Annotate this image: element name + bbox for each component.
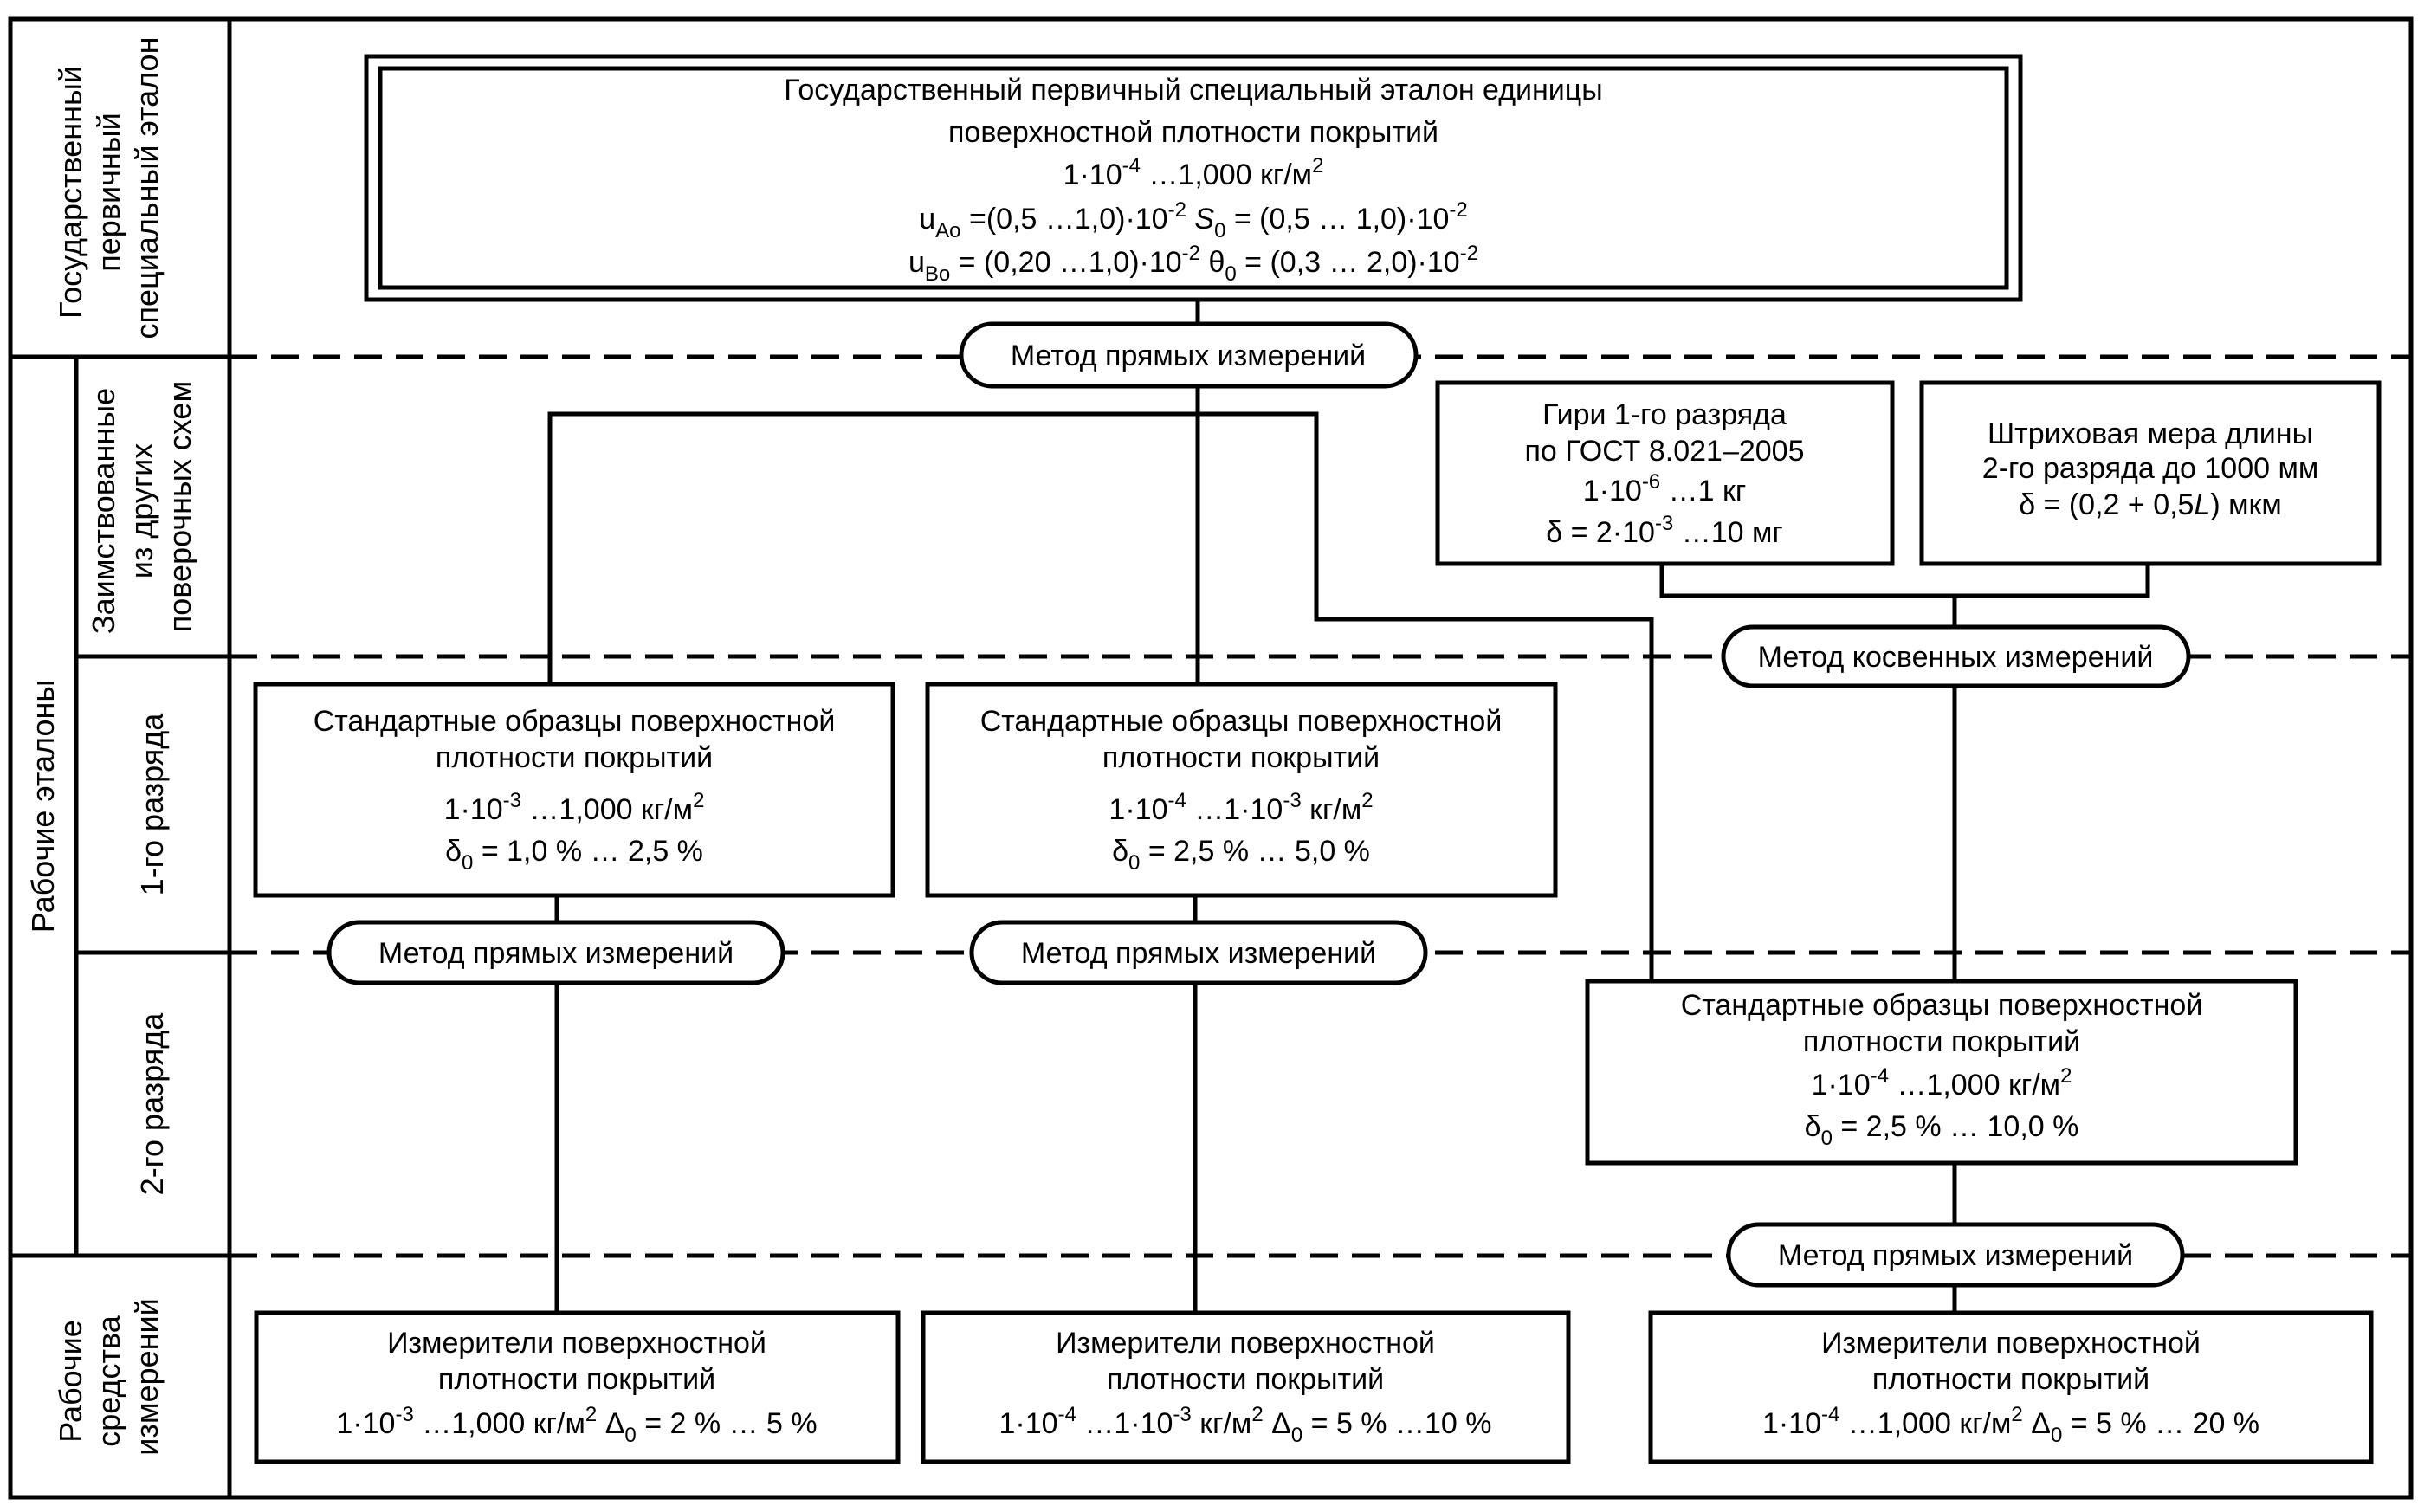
- svg-text:плотности покрытий: плотности покрытий: [1803, 1025, 2080, 1058]
- primary-title-line2: поверхностной плотности покрытий: [948, 116, 1438, 149]
- svg-text:1·10-3 …1,000 кг/м2: 1·10-3 …1,000 кг/м2: [444, 789, 705, 826]
- rank1-box-a: Стандартные образцы поверхностной плотно…: [253, 682, 895, 898]
- svg-text:1·10-4 …1,000 кг/м2 Δ0 = 5 %: 1·10-4 …1,000 кг/м2 Δ0 = 5 % … 20 %: [1762, 1403, 2259, 1447]
- svg-text:δ0 = 2,5 % … 5,0 %: δ0 = 2,5 % … 5,0 %: [1112, 835, 1370, 875]
- svg-text:1·10-3 …1,000 кг/м2 Δ0 = 2 %: 1·10-3 …1,000 кг/м2 Δ0 = 2 % … 5 %: [336, 1403, 817, 1447]
- line-measure-box: Штриховая мера длины 2-го разряда до 100…: [1919, 380, 2382, 566]
- svg-text:δ0 = 2,5 % … 10,0 %: δ0 = 2,5 % … 10,0 %: [1805, 1110, 2079, 1150]
- side-label-rank1: 1-го разряда: [134, 713, 170, 896]
- svg-text:по ГОСТ 8.021–2005: по ГОСТ 8.021–2005: [1525, 435, 1805, 468]
- svg-text:1·10-4 …1,000 кг/м2: 1·10-4 …1,000 кг/м2: [1812, 1064, 2072, 1102]
- svg-text:δ0 = 1,0 % … 2,5 %: δ0 = 1,0 % … 2,5 %: [445, 835, 703, 875]
- side-label-working-standards: Рабочие эталоны: [25, 680, 61, 933]
- primary-uncertainty-b: uBo = (0,20 …1,0)·10-2 θ0 = (0,3 … 2,0)·…: [908, 242, 1478, 286]
- svg-text:Стандартные образцы поверхност: Стандартные образцы поверхностной: [1681, 989, 2203, 1022]
- svg-text:Стандартные образцы поверхност: Стандартные образцы поверхностной: [314, 705, 836, 738]
- svg-text:Стандартные образцы поверхност: Стандартные образцы поверхностной: [980, 705, 1503, 738]
- svg-text:плотности покрытий: плотности покрытий: [1102, 741, 1380, 774]
- method-pill-rank1-a: Метод прямых измерений: [326, 920, 785, 985]
- outer-frame: [8, 16, 2414, 1500]
- svg-text:Штриховая мера длины: Штриховая мера длины: [1988, 417, 2313, 450]
- svg-text:Измерители поверхностной: Измерители поверхностной: [1056, 1327, 1435, 1360]
- svg-text:плотности покрытий: плотности покрытий: [438, 1363, 715, 1396]
- primary-title-line1: Государственный первичный специальный эт…: [784, 74, 1602, 107]
- svg-text:Метод прямых измерений: Метод прямых измерений: [1021, 937, 1376, 970]
- rank1-box-b: Стандартные образцы поверхностной плотно…: [925, 682, 1558, 898]
- side-label-rank2: 2-го разряда: [134, 1012, 170, 1196]
- connectors: [547, 300, 2150, 1313]
- primary-range: 1·10-4 …1,000 кг/м2: [1063, 154, 1324, 191]
- svg-text:δ = (0,2 + 0,5L) мкм: δ = (0,2 + 0,5L) мкм: [2019, 488, 2282, 521]
- svg-text:Измерители поверхностной: Измерители поверхностной: [1821, 1327, 2201, 1360]
- side-label-borrowed: Заимствованные из других поверочных схем: [86, 379, 197, 634]
- primary-uncertainty-a: uAo =(0,5 …1,0)·10-2 S0 = (0,5 … 1,0)·10…: [919, 198, 1468, 242]
- svg-text:2-го разряда до 1000 мм: 2-го разряда до 1000 мм: [1982, 452, 2318, 485]
- svg-text:Метод прямых измерений: Метод прямых измерений: [1778, 1239, 2133, 1272]
- side-label-instruments: Рабочие средства измерений: [53, 1298, 165, 1456]
- svg-text:Метод прямых измерений: Метод прямых измерений: [378, 937, 734, 970]
- primary-standard-box: Государственный первичный специальный эт…: [364, 54, 2023, 302]
- svg-text:Метод косвенных измерений: Метод косвенных измерений: [1758, 641, 2154, 674]
- method-pill-rank2: Метод прямых измерений: [1726, 1222, 2185, 1288]
- svg-text:плотности покрытий: плотности покрытий: [1872, 1363, 2149, 1396]
- svg-text:1·10-6 …1 кг: 1·10-6 …1 кг: [1583, 470, 1746, 507]
- method-pill-indirect: Метод косвенных измерений: [1721, 624, 2191, 688]
- svg-text:плотности покрытий: плотности покрытий: [436, 741, 713, 774]
- instrument-box-a: Измерители поверхностной плотности покры…: [254, 1310, 901, 1464]
- rank2-box: Стандартные образцы поверхностной плотно…: [1585, 979, 2298, 1166]
- weights-box: Гири 1-го разряда по ГОСТ 8.021–2005 1·1…: [1435, 380, 1895, 566]
- svg-text:1·10-4 …1·10-3 кг/м2: 1·10-4 …1·10-3 кг/м2: [1109, 789, 1373, 826]
- svg-text:1·10-4 …1·10-3 кг/м2 Δ0 = 5 %: 1·10-4 …1·10-3 кг/м2 Δ0 = 5 % …10 %: [999, 1403, 1492, 1447]
- svg-text:плотности покрытий: плотности покрытий: [1107, 1363, 1384, 1396]
- svg-text:δ = 2·10-3 …10 мг: δ = 2·10-3 …10 мг: [1546, 512, 1783, 549]
- instrument-box-b: Измерители поверхностной плотности покры…: [921, 1310, 1571, 1464]
- method-pill-top: Метод прямых измерений: [959, 321, 1419, 389]
- svg-text:Гири 1-го разряда: Гири 1-го разряда: [1542, 398, 1787, 431]
- method-pill-rank1-b: Метод прямых измерений: [969, 920, 1428, 985]
- instrument-box-c: Измерители поверхностной плотности покры…: [1648, 1310, 2374, 1464]
- svg-text:Метод прямых измерений: Метод прямых измерений: [1011, 339, 1366, 372]
- svg-text:Измерители поверхностной: Измерители поверхностной: [387, 1327, 766, 1360]
- side-label-state-standard: Государственный первичный специальный эт…: [53, 37, 165, 339]
